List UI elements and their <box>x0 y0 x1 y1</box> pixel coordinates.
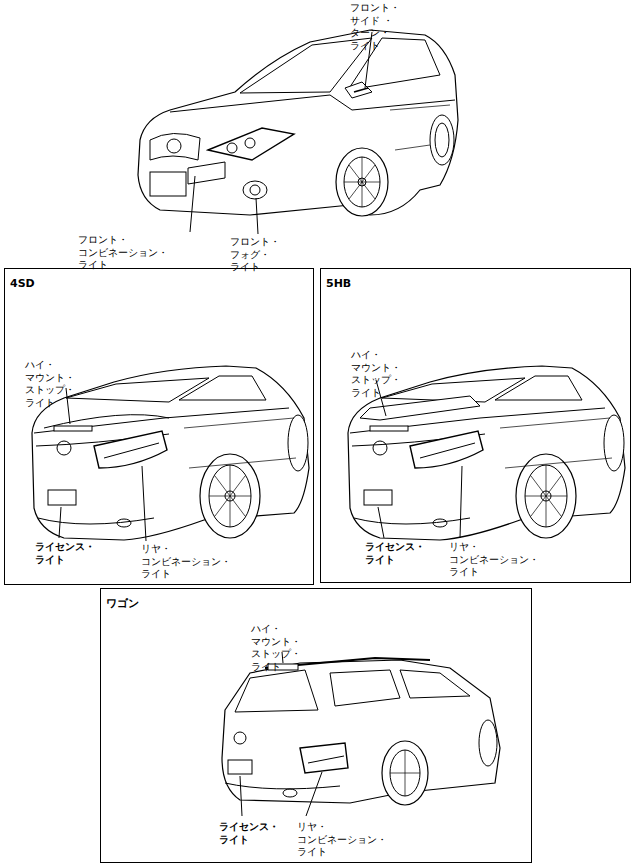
part-label: フロント・コンビネーション・ ライト <box>78 234 168 272</box>
variant-panel: 4SD ハイ・マウント・ ストップ・ライトライセンス・ ライト リヤ・コンビネーショ… <box>4 268 314 585</box>
text-slot: フロント・フォグ・ライト <box>230 236 280 274</box>
part-label: リヤ・コンビネーション・ ライト <box>297 821 387 859</box>
part-label: リヤ・コンビネーション・ ライト <box>141 543 231 581</box>
variant-heading: ワゴン <box>106 597 139 611</box>
part-label: ハイ・マウント・ ストップ・ライト <box>25 359 75 409</box>
part-label: リヤ・コンビネーション・ ライト <box>449 541 539 579</box>
part-label: ハイ・マウント・ ストップ・ライト <box>351 349 401 399</box>
text-slot: ライセンス・ ライト <box>219 821 279 847</box>
text-slot: リヤ・コンビネーション・ ライト <box>449 541 539 579</box>
part-label: フロント・フォグ・ライト <box>230 236 280 274</box>
text-slot: リヤ・コンビネーション・ ライト <box>141 543 231 581</box>
part-label: ハイ・マウント・ ストップ・ライト <box>251 623 301 673</box>
variant-panel: ワゴンハイ・マウント・ ストップ・ライトライセンス・ ライトリヤ・コンビネーショ… <box>100 588 532 863</box>
part-label: ライセンス・ ライト <box>365 541 425 566</box>
text-slot: フロント・コンビネーション・ ライト <box>78 234 168 272</box>
text-slot: フロント・サイド ・ターン・ライト <box>350 2 400 53</box>
variant-heading: 4SD <box>10 277 35 291</box>
part-label: ライセンス・ ライト <box>35 541 95 566</box>
part-label: フロント・サイド ・ターン・ライト <box>350 2 400 52</box>
variant-heading: 5HB <box>326 277 351 291</box>
text-slot: ライセンス・ ライト <box>35 541 95 567</box>
text-slot: ワゴン <box>106 592 139 611</box>
text-slot: ハイ・マウント・ ストップ・ライト <box>351 349 401 400</box>
text-slot: ライセンス・ ライト <box>365 541 425 567</box>
text-slot: ハイ・マウント・ ストップ・ライト <box>251 623 301 674</box>
text-slot: 4SD <box>10 272 35 291</box>
text-slot: リヤ・コンビネーション・ ライト <box>297 821 387 859</box>
text-slot: 5HB <box>326 272 351 291</box>
variant-panel: 5HB ハイ・マウント・ ストップ・ライトライセンス・ ライトリヤ・コンビネーショ… <box>320 268 631 583</box>
text-slot: ハイ・マウント・ ストップ・ライト <box>25 359 75 410</box>
part-label: ライセンス・ ライト <box>219 821 279 846</box>
